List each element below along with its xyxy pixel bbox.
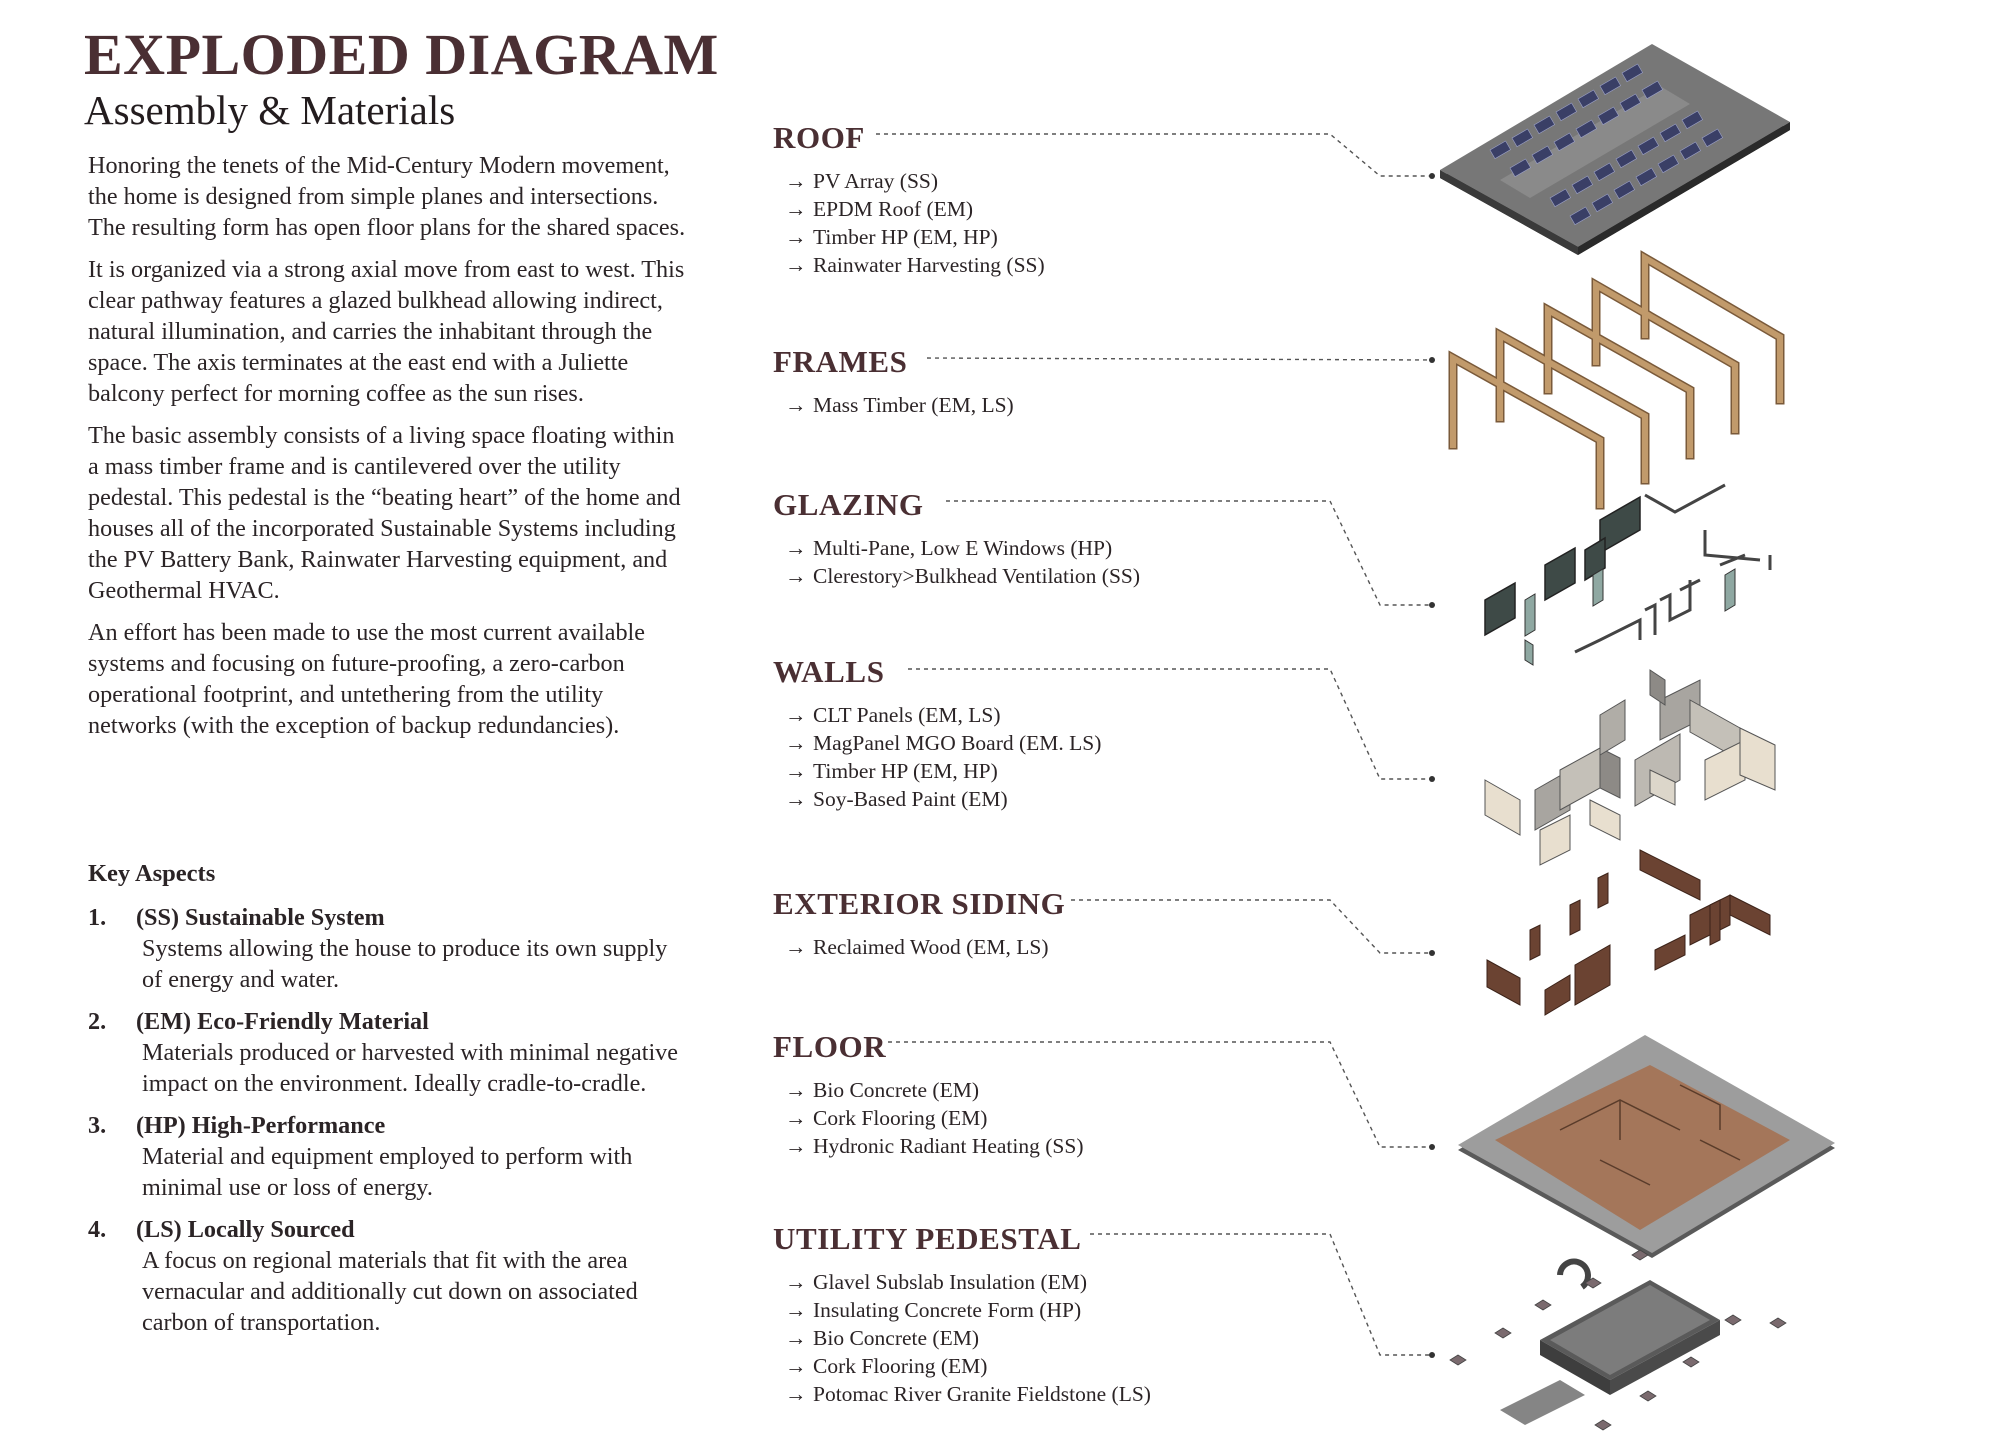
leader-line-walls: [908, 669, 1432, 779]
leader-line-roof: [876, 134, 1432, 176]
leader-lines: [876, 134, 1432, 1355]
leader-line-floor: [888, 1042, 1432, 1147]
leader-line-glazing: [946, 501, 1432, 605]
leader-line-frames: [927, 358, 1432, 360]
leader-dots: [1429, 173, 1435, 1358]
exterior-siding-layer: [1487, 850, 1770, 1015]
glazing-layer: [1485, 485, 1770, 665]
walls-layer: [1485, 670, 1775, 865]
leader-line-pedestal: [1090, 1234, 1432, 1355]
spiral-stair: [1560, 1262, 1588, 1287]
utility-pedestal-layer: [1450, 1250, 1786, 1430]
frames-layer: [1453, 258, 1780, 505]
leader-line-siding: [1071, 900, 1432, 953]
roof-layer: [1440, 44, 1790, 255]
floor-layer: [1458, 1035, 1835, 1258]
